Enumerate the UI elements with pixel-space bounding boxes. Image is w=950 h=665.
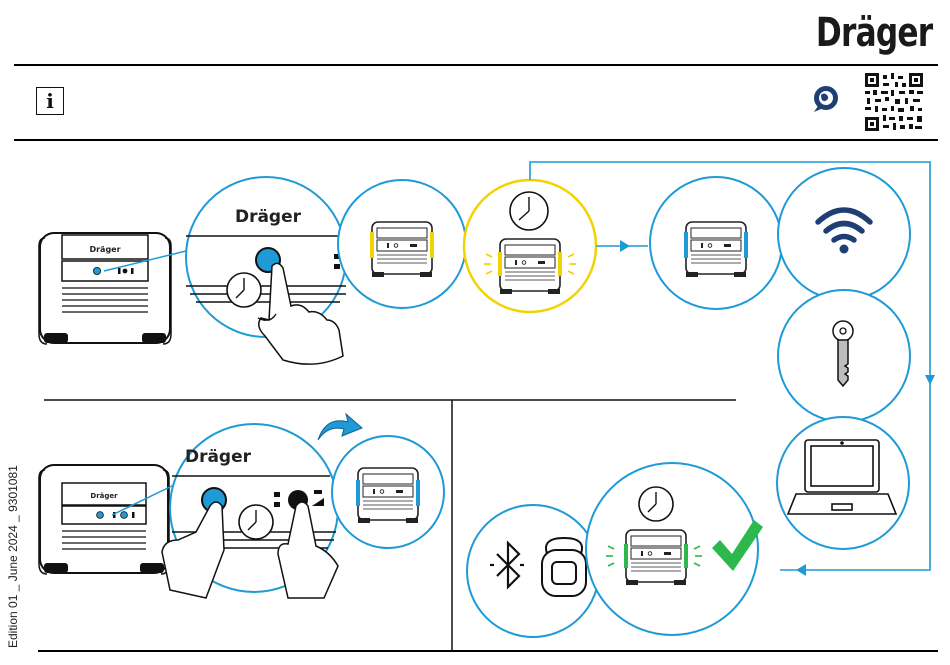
clock-icon [510, 192, 548, 230]
device-large: Dräger [39, 233, 171, 344]
circle-bluetooth [467, 505, 599, 637]
curved-arrow-icon [318, 414, 362, 440]
circle-device-blue-2 [332, 436, 444, 548]
zoom-circle-two-buttons: Dräger [162, 424, 338, 598]
zoom-brand-label: Dräger [235, 207, 302, 227]
circle-key [778, 290, 910, 422]
zoom-circle-press: Dräger [186, 177, 346, 364]
laptop-icon [788, 440, 896, 514]
circle-laptop [777, 417, 909, 549]
circle-wifi [778, 168, 910, 300]
circle-waiting-yellow [464, 180, 596, 312]
zoom-brand-label-2: Dräger [185, 447, 252, 467]
breathalyzer-icon [542, 538, 586, 596]
clock-icon [227, 273, 261, 307]
device-bottom: Dräger [39, 465, 169, 574]
globe-chat-icon[interactable] [814, 86, 838, 112]
arrow-left [796, 564, 806, 576]
arrow-right [620, 240, 630, 252]
circle-device-yellow [338, 180, 466, 308]
device-brand-label: Dräger [89, 245, 120, 254]
circle-device-blue [650, 177, 782, 309]
clock-icon [639, 487, 673, 521]
device-brand-label-2: Dräger [90, 492, 118, 500]
qr-code-icon[interactable] [865, 73, 923, 131]
circle-success [586, 463, 763, 635]
arrow-down [925, 375, 935, 385]
clock-icon [239, 505, 273, 539]
